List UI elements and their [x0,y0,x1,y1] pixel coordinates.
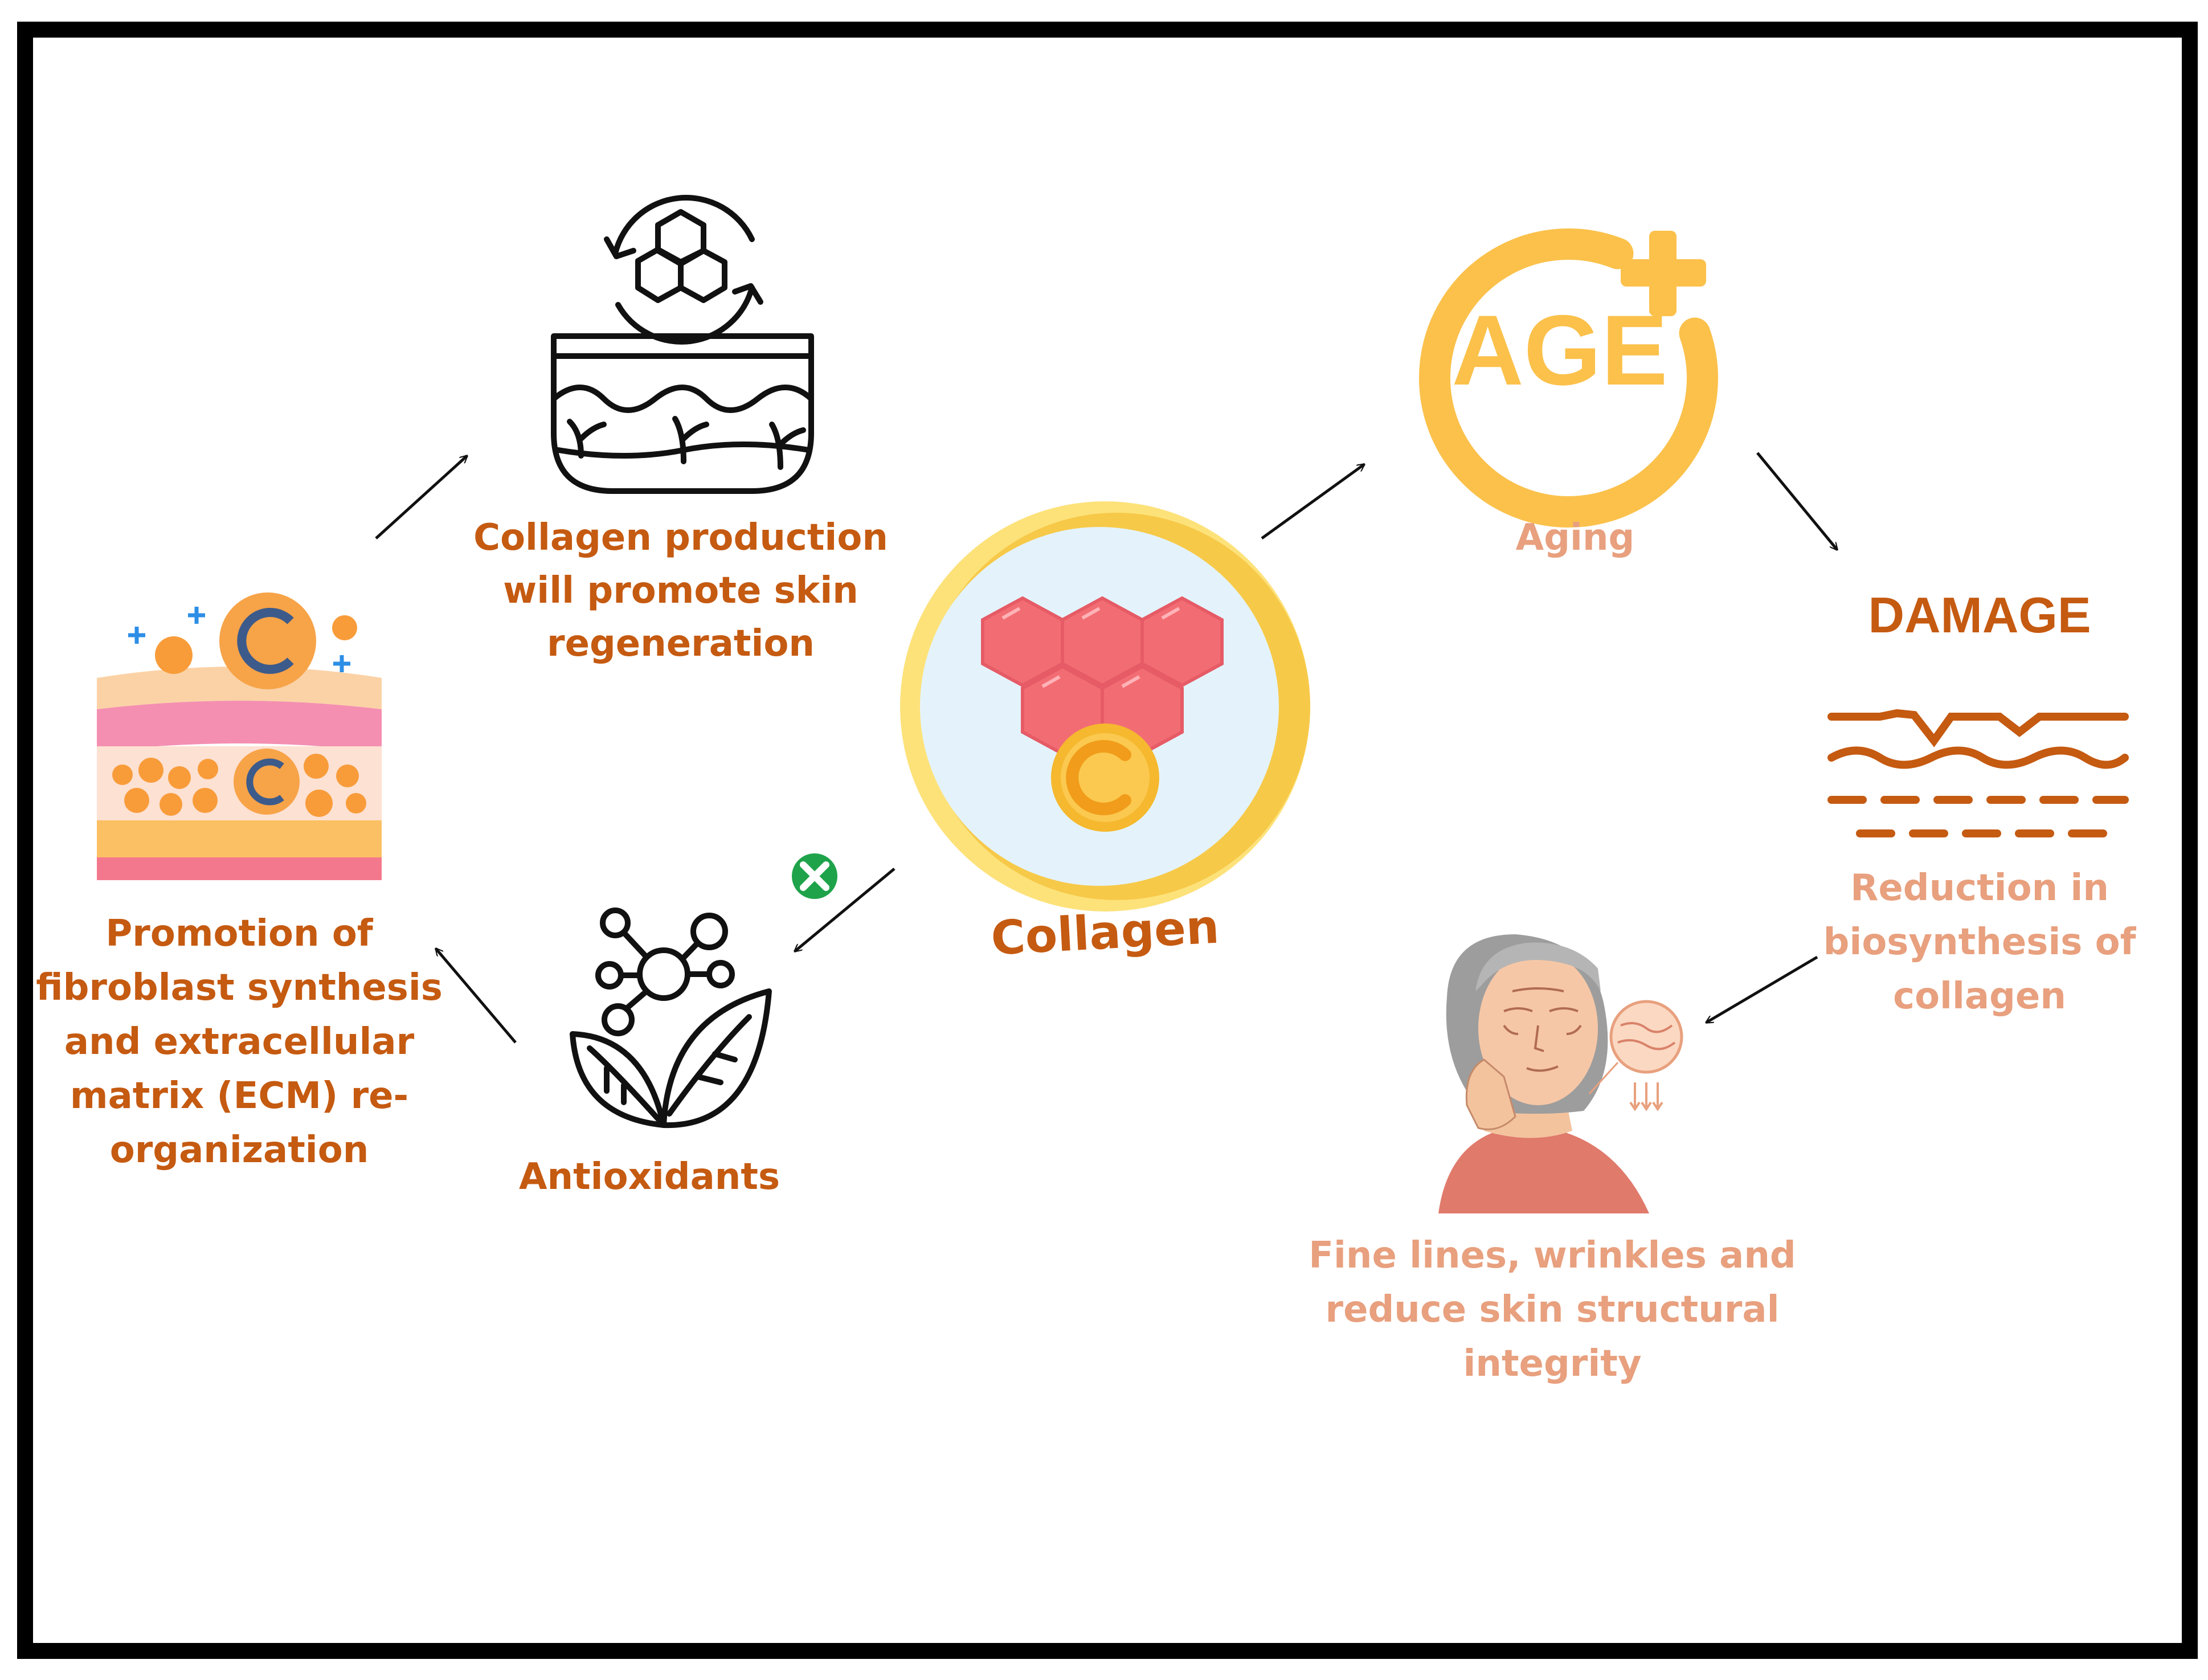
arrows [375,452,1837,1044]
antioxidants-node: Antioxidants [519,908,780,1198]
fibroblast-line-4: matrix (ECM) re- [70,1075,408,1117]
arrow-collagen-to-aging [1261,464,1364,540]
collagen-node: Collagen [900,501,1310,966]
skin-regeneration-icon [551,195,814,494]
molecule-leaf-icon [570,908,772,1129]
aging-node: AGE Aging [1419,228,1718,559]
damaged-lines-icon [1827,709,2129,837]
fibroblast-line-1: Promotion of [105,913,373,955]
skin-layers-icon [97,592,382,880]
green-x-icon [792,853,837,899]
fibroblast-line-5: organization [110,1129,369,1171]
production-line-2: will promote skin [503,570,858,612]
arrow-collagen-to-antioxidants [795,868,896,951]
arrow-fibroblast-to-production [375,456,467,539]
wrinkles-line-3: integrity [1463,1343,1641,1385]
age-icon-text: AGE [1451,295,1667,406]
production-line-1: Collagen production [473,517,888,559]
collagen-production-node: Collagen production will promote skin re… [473,195,888,665]
antioxidants-label: Antioxidants [519,1156,780,1198]
age-plus-icon: AGE [1419,228,1718,528]
damage-line-2: biosynthesis of [1823,921,2137,963]
arrow-damage-to-wrinkles [1706,955,1818,1024]
aging-woman-icon [1438,934,1683,1213]
fibroblast-node: Promotion of fibroblast synthesis and ex… [36,592,443,1171]
vitamin-c-badge-icon [1051,723,1159,832]
fibroblast-line-3: and extracellular [64,1021,415,1063]
wrinkles-node: Fine lines, wrinkles and reduce skin str… [1309,934,1796,1385]
damage-line-1: Reduction in [1850,867,2109,909]
damage-node: DAMAGE Reduction in biosynthesis of coll… [1823,587,2137,1017]
wrinkles-line-2: reduce skin structural [1326,1289,1780,1331]
production-line-3: regeneration [547,623,815,665]
fibroblast-line-2: fibroblast synthesis [36,967,443,1009]
aging-label: Aging [1516,517,1635,559]
damage-title: DAMAGE [1868,587,2091,643]
arrow-aging-to-damage [1756,452,1837,550]
collagen-label: Collagen [989,900,1220,966]
damage-line-3: collagen [1893,975,2066,1017]
wrinkles-line-1: Fine lines, wrinkles and [1309,1235,1796,1277]
arrow-antioxidants-to-fibroblast [436,949,517,1044]
